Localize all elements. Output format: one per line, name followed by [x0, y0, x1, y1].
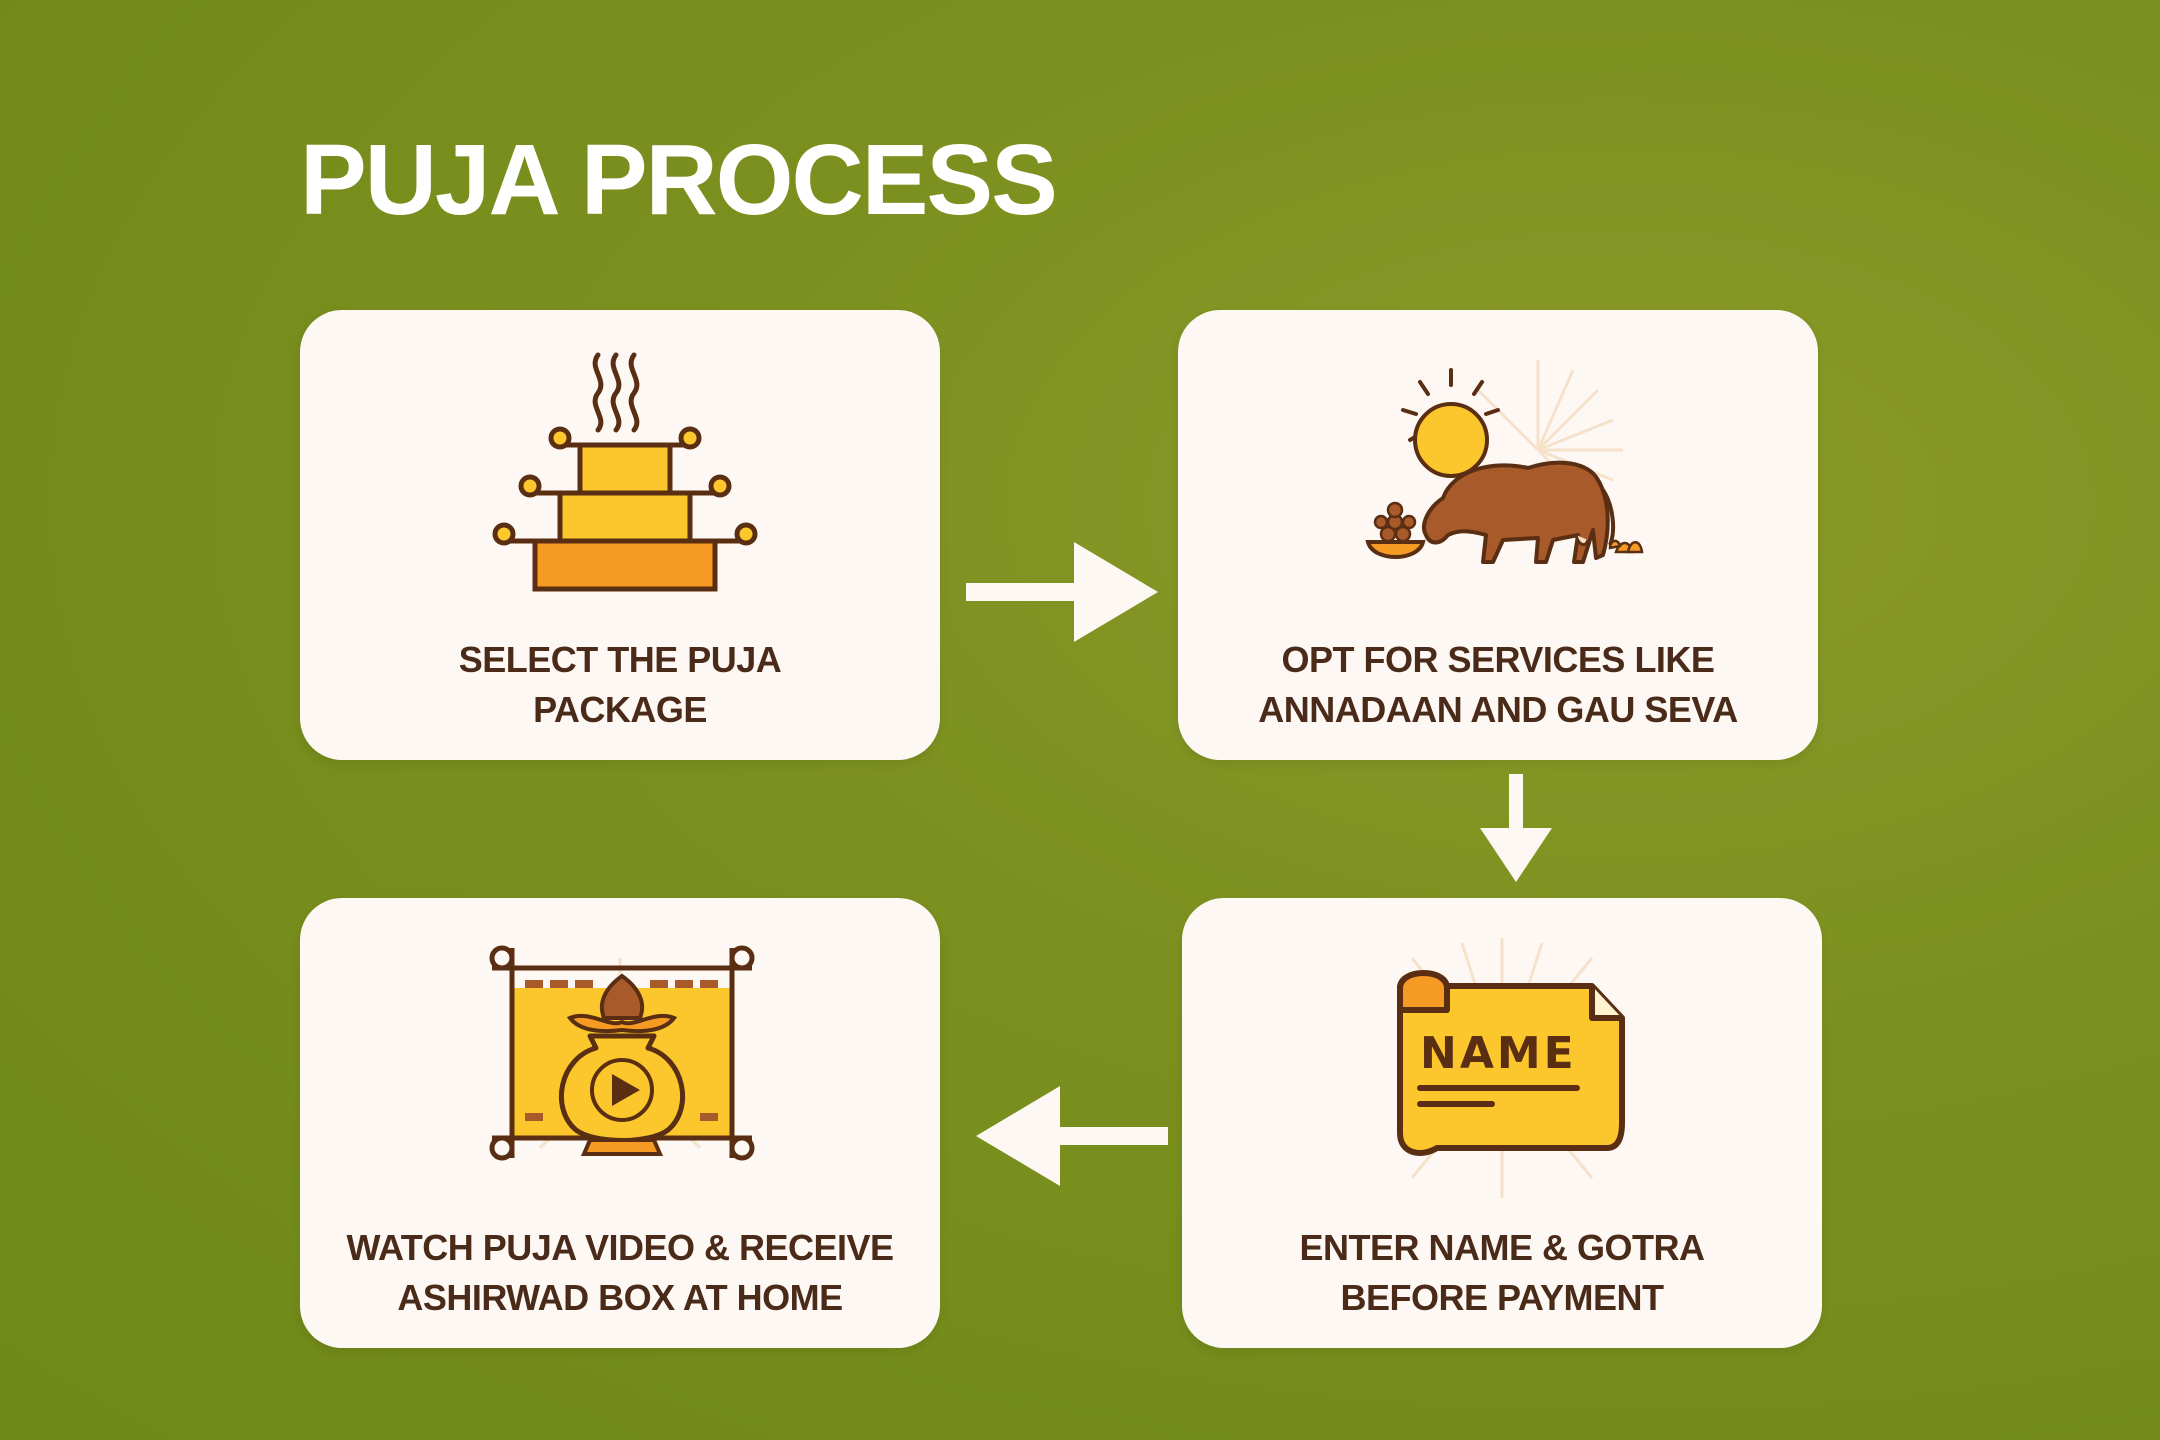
step-card-watch-video: WATCH PUJA VIDEO & RECEIVE ASHIRWAD BOX …: [300, 898, 940, 1348]
step-label-line-2: PACKAGE: [533, 689, 707, 730]
arrow-right-icon: [966, 542, 1158, 642]
page-title: PUJA PROCESS: [300, 124, 1058, 236]
step-label: OPT FOR SERVICES LIKE ANNADAAN AND GAU S…: [1198, 635, 1798, 735]
step-label-line-1: WATCH PUJA VIDEO & RECEIVE: [346, 1227, 894, 1268]
altar-icon: [492, 352, 758, 592]
step-label-line-2: ANNADAAN AND GAU SEVA: [1258, 689, 1738, 730]
step-label-line-1: ENTER NAME & GOTRA: [1299, 1227, 1706, 1268]
arrow-left-icon: [976, 1086, 1168, 1186]
step-card-services: OPT FOR SERVICES LIKE ANNADAAN AND GAU S…: [1178, 310, 1818, 760]
cow-icon: [1365, 360, 1644, 564]
step-label: SELECT THE PUJA PACKAGE: [320, 635, 920, 735]
step-label: WATCH PUJA VIDEO & RECEIVE ASHIRWAD BOX …: [320, 1223, 920, 1323]
step-label: ENTER NAME & GOTRA BEFORE PAYMENT: [1202, 1223, 1802, 1323]
kalash-video-icon: [489, 945, 755, 1161]
step-label-line-1: SELECT THE PUJA: [458, 639, 782, 680]
step-label-line-1: OPT FOR SERVICES LIKE: [1281, 639, 1715, 680]
name-scroll-icon: NAME: [1397, 938, 1625, 1198]
arrow-down-icon: [1480, 774, 1552, 882]
name-scroll-text: NAME: [1420, 1028, 1577, 1079]
step-card-select-package: SELECT THE PUJA PACKAGE: [300, 310, 940, 760]
step-label-line-2: ASHIRWAD BOX AT HOME: [397, 1277, 843, 1318]
step-card-enter-name: NAME ENTER NAME & GOTRA BEFORE PAYMENT: [1182, 898, 1822, 1348]
step-label-line-2: BEFORE PAYMENT: [1340, 1277, 1664, 1318]
